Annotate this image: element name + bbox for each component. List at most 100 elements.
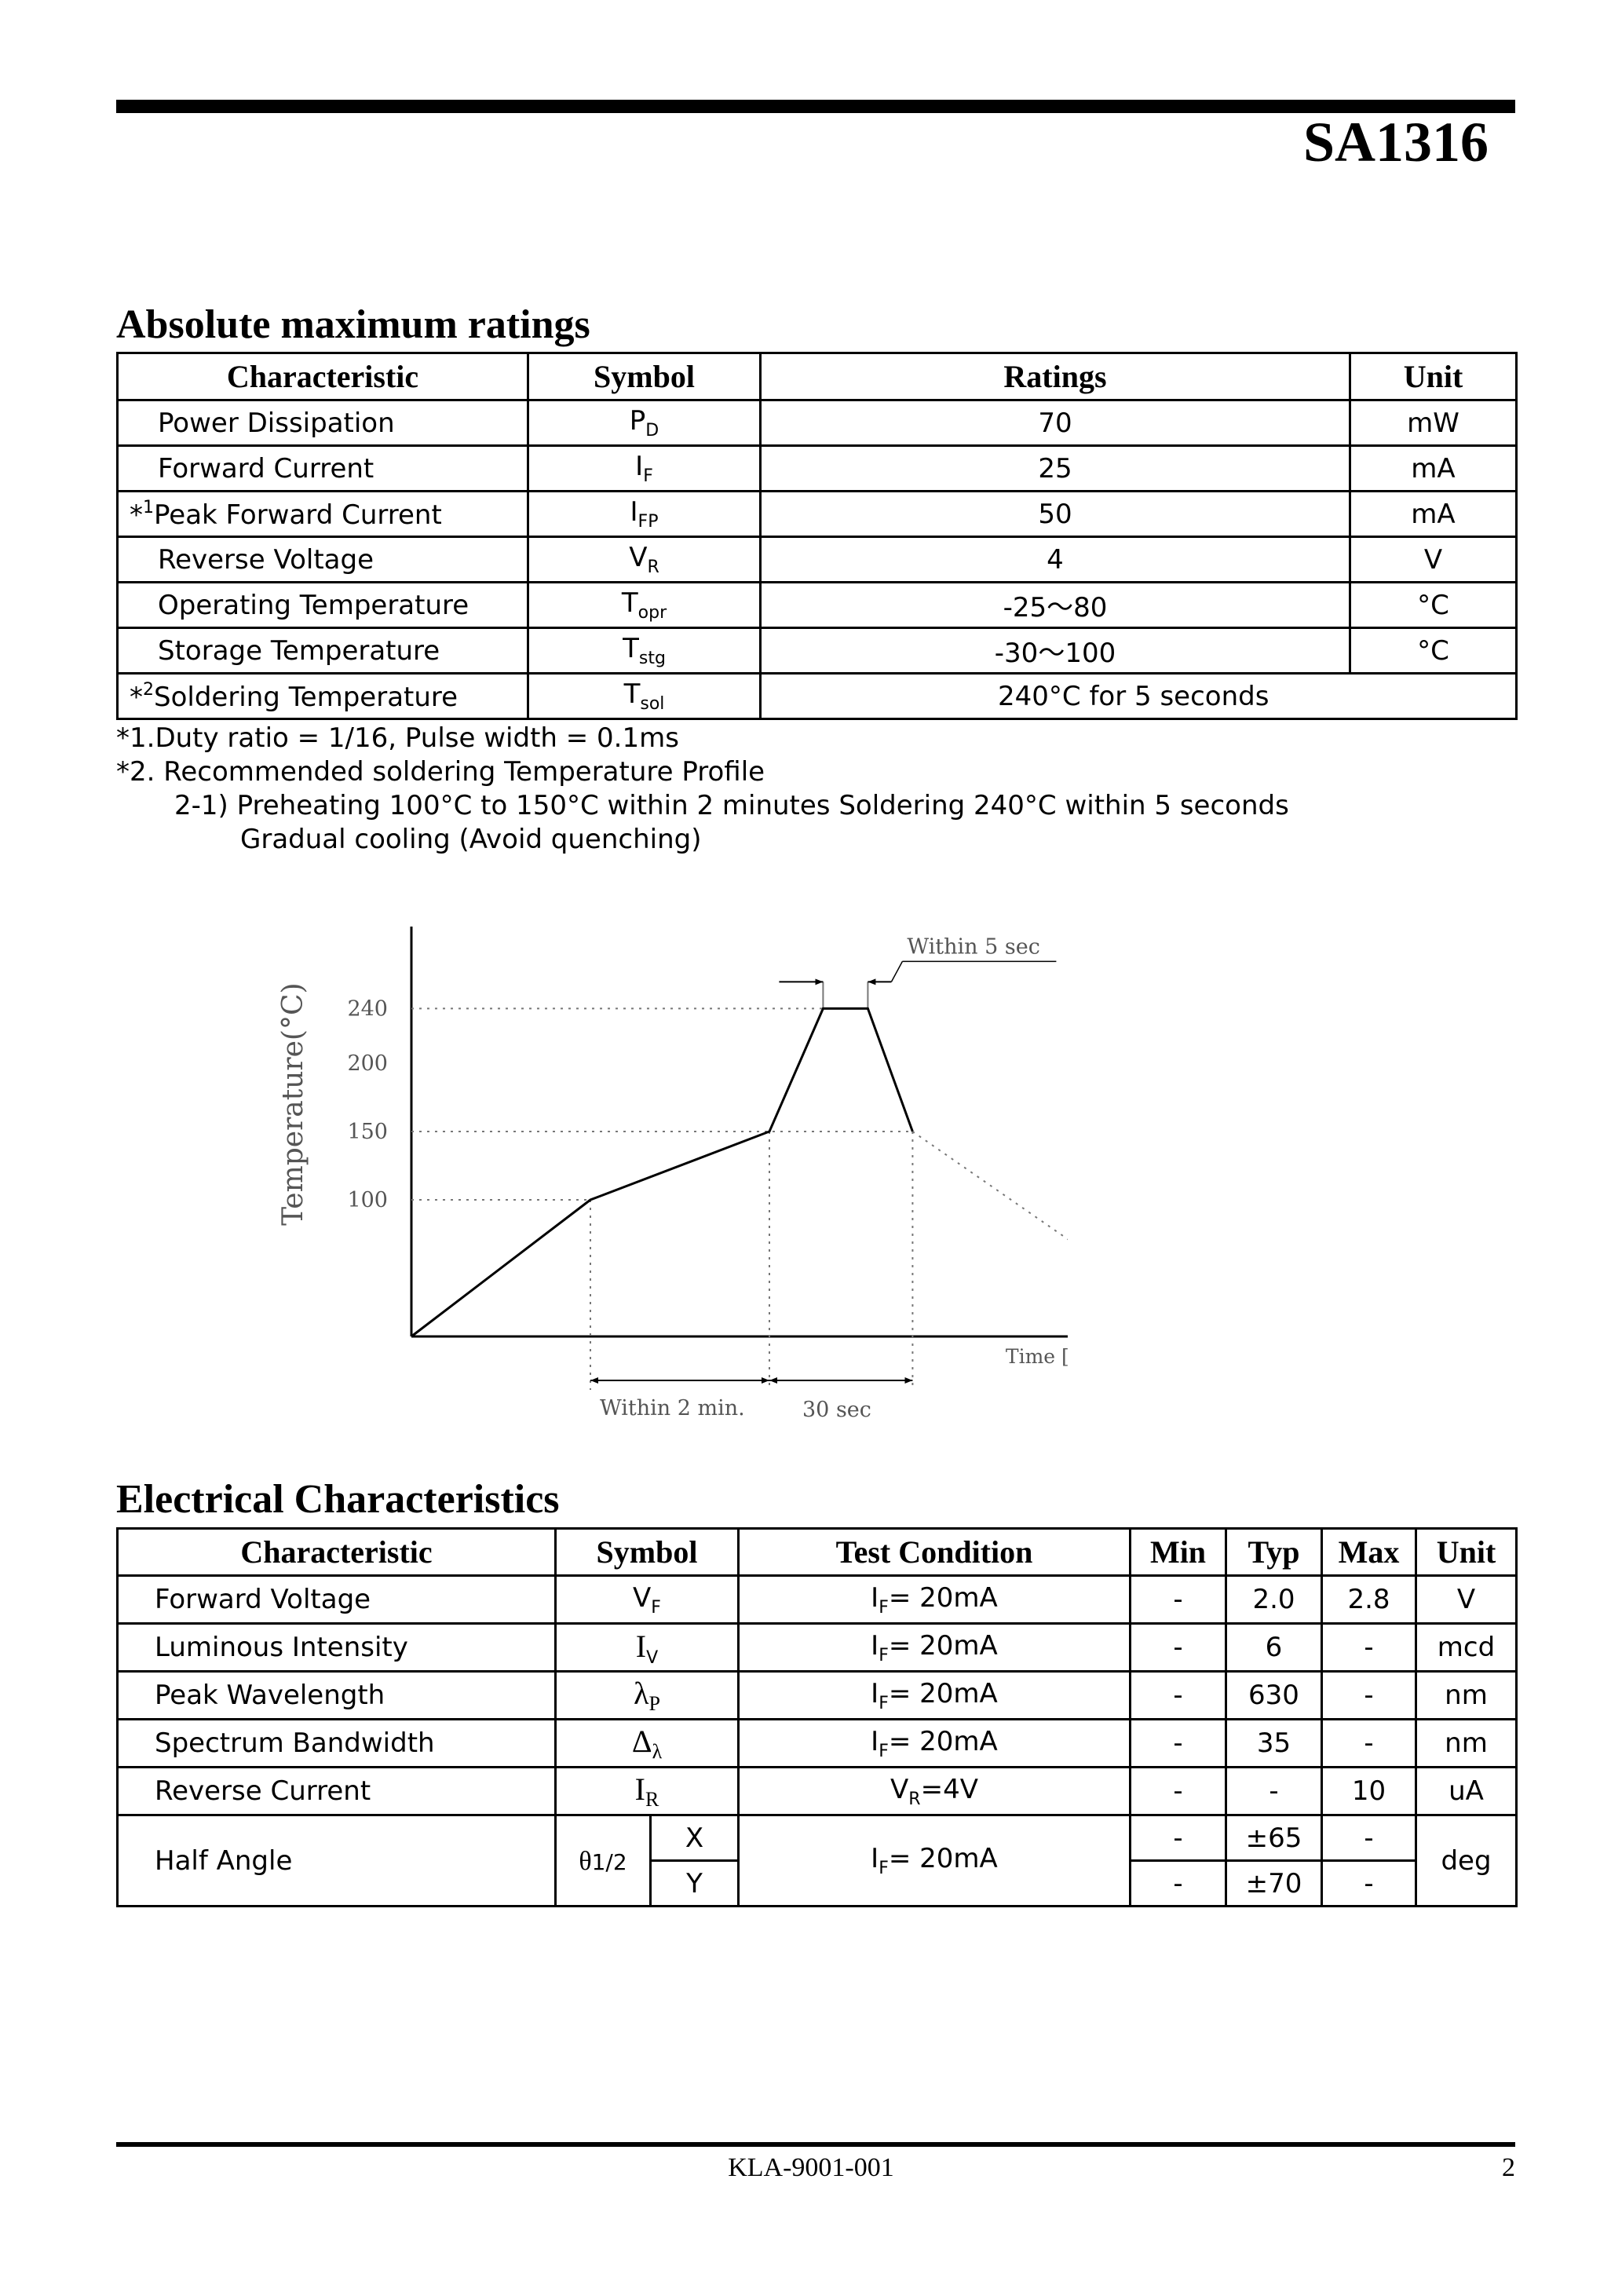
condition-value: = 20mA — [888, 1843, 998, 1874]
symbol-subscript: sol — [640, 694, 665, 714]
characteristic-cell: Spectrum Bandwidth — [116, 1718, 557, 1768]
symbol-cell: λP — [554, 1670, 740, 1720]
unit-cell: mcd — [1415, 1622, 1518, 1673]
characteristic-name: Reverse Voltage — [158, 543, 374, 576]
condition-subscript: R — [908, 1789, 921, 1809]
symbol-cell: Δλ — [554, 1718, 740, 1768]
typ-cell: 630 — [1225, 1670, 1323, 1720]
max-cell: - — [1321, 1718, 1417, 1768]
max-cell: 10 — [1321, 1766, 1417, 1816]
unit-cell: uA — [1415, 1766, 1518, 1816]
symbol-subscript: P — [648, 1692, 660, 1715]
footnote-number: 1 — [143, 497, 154, 517]
footnote-2-1-cont: Gradual cooling (Avoid quenching) — [240, 824, 702, 855]
header-characteristic: Characteristic — [116, 352, 529, 401]
header-min: Min — [1129, 1527, 1227, 1577]
symbol: T — [623, 633, 639, 664]
symbol: λ — [634, 1676, 649, 1711]
rating-cell: 4 — [759, 536, 1351, 583]
cooling-line — [911, 1131, 1068, 1241]
condition-value: = 20mA — [888, 1581, 998, 1614]
condition-value: =4V — [920, 1773, 978, 1805]
characteristic-name: Soldering Temperature — [154, 681, 458, 713]
unit-cell: °C — [1349, 627, 1518, 675]
table-row: Forward Current IF 25 mA — [116, 444, 1518, 492]
symbol: P — [629, 405, 646, 437]
y-tick-label: 100 — [347, 1188, 388, 1212]
footnote-2-1: 2-1) Preheating 100°C to 150°C within 2 … — [174, 790, 1289, 821]
symbol-cell: θ1/2 — [554, 1814, 652, 1907]
rating-cell: 25 — [759, 444, 1351, 492]
condition-subscript: F — [879, 1645, 889, 1665]
characteristic-cell: *1Peak Forward Current — [116, 490, 529, 538]
test-condition-cell: VR=4V — [737, 1766, 1131, 1816]
symbol-subscript: stg — [638, 649, 666, 668]
table-row: Luminous Intensity IV IF= 20mA - 6 - mcd — [116, 1622, 1518, 1673]
symbol-cell: Tstg — [527, 627, 762, 675]
symbol-cell: Tsol — [527, 672, 762, 720]
top-rule — [116, 100, 1515, 113]
characteristic-cell: Forward Current — [116, 444, 529, 492]
symbol: I — [630, 496, 638, 528]
header-max: Max — [1321, 1527, 1417, 1577]
characteristic-cell: Power Dissipation — [116, 399, 529, 447]
page-number: 2 — [1502, 2153, 1515, 2182]
max-cell: 2.8 — [1321, 1574, 1417, 1625]
characteristic-cell: Half Angle — [116, 1814, 557, 1907]
symbol-cell: VF — [554, 1574, 740, 1625]
x-axis-label: Time [sec] — [1006, 1345, 1068, 1368]
test-condition-cell: IF= 20mA — [737, 1574, 1131, 1625]
max-cell: - — [1321, 1814, 1417, 1862]
absolute-ratings-title: Absolute maximum ratings — [116, 302, 590, 347]
symbol: I — [634, 1771, 645, 1807]
symbol-cell: IFP — [527, 490, 762, 538]
symbol-subscript: D — [645, 421, 659, 441]
symbol-cell: IR — [554, 1766, 740, 1816]
symbol-subscript: λ — [652, 1740, 663, 1763]
unit-cell: mW — [1349, 399, 1518, 447]
condition-symbol: I — [871, 1677, 879, 1709]
typ-cell: 2.0 — [1225, 1574, 1323, 1625]
table-header-row: Characteristic Symbol Test Condition Min… — [116, 1527, 1518, 1577]
axis-cell: X — [649, 1814, 740, 1862]
header-typ: Typ — [1225, 1527, 1323, 1577]
y-tick-label: 200 — [347, 1051, 388, 1076]
table-header-row: Characteristic Symbol Ratings Unit — [116, 352, 1518, 401]
symbol: V — [633, 1581, 652, 1614]
symbol-cell: VR — [527, 536, 762, 583]
header-symbol: Symbol — [554, 1527, 740, 1577]
condition-symbol: I — [871, 1843, 879, 1874]
peak-annotation: Within 5 sec — [907, 934, 1039, 959]
footnote-number: 2 — [143, 679, 154, 700]
min-cell: - — [1129, 1859, 1227, 1907]
characteristic-cell: *2Soldering Temperature — [116, 672, 529, 720]
table-row: Peak Wavelength λP IF= 20mA - 630 - nm — [116, 1670, 1518, 1720]
symbol-subscript: 1/2 — [591, 1848, 627, 1875]
ramp-annotation: 30 sec — [802, 1398, 871, 1422]
min-cell: - — [1129, 1766, 1227, 1816]
rating-cell: 50 — [759, 490, 1351, 538]
table-row: Forward Voltage VF IF= 20mA - 2.0 2.8 V — [116, 1574, 1518, 1625]
characteristic-cell: Reverse Voltage — [116, 536, 529, 583]
characteristic-name: Power Dissipation — [158, 407, 395, 439]
max-cell: - — [1321, 1859, 1417, 1907]
header-characteristic: Characteristic — [116, 1527, 557, 1577]
symbol-subscript: F — [643, 466, 653, 486]
test-condition-cell: IF= 20mA — [737, 1718, 1131, 1768]
y-axis-label: Temperature(°C) — [277, 982, 309, 1225]
document-number: KLA-9001-001 — [728, 2153, 894, 2182]
characteristic-name: Peak Forward Current — [154, 499, 442, 531]
min-cell: - — [1129, 1670, 1227, 1720]
symbol-subscript: V — [646, 1647, 659, 1668]
unit-cell: V — [1415, 1574, 1518, 1625]
characteristic-cell: Storage Temperature — [116, 627, 529, 675]
table-row: Reverse Current IR VR=4V - - 10 uA — [116, 1766, 1518, 1816]
electrical-characteristics-title: Electrical Characteristics — [116, 1477, 560, 1522]
min-cell: - — [1129, 1718, 1227, 1768]
symbol-subscript: opr — [637, 603, 667, 623]
symbol: I — [635, 1628, 647, 1664]
header-test-condition: Test Condition — [737, 1527, 1131, 1577]
unit-cell: mA — [1349, 490, 1518, 538]
condition-subscript: F — [879, 1859, 889, 1878]
